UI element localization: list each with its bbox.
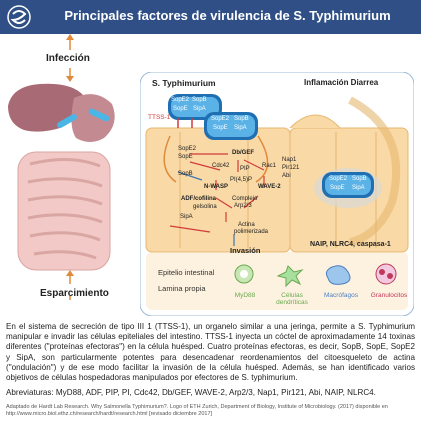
node-nap1: Nap1: [282, 157, 297, 163]
infection-label: Infección: [46, 53, 90, 64]
ttss-label: TTSS-1: [148, 114, 171, 121]
infection-arrow-icon: [66, 34, 74, 82]
node-sipa: SipA: [180, 214, 193, 220]
bact-label-1: SopE2: [171, 97, 190, 103]
salmonella-title: S. Typhimurium: [152, 78, 216, 88]
legend-icons: [234, 263, 397, 288]
epithelium-label: Epitelio intestinal: [158, 268, 215, 277]
node-cdc42: Cdc42: [212, 163, 230, 169]
right-bact-label-2: SopB: [352, 176, 367, 182]
node-pip45: PI(4,5)P: [230, 177, 253, 183]
invading-label-2: SopB: [234, 116, 249, 122]
spread-label: Esparcimiento: [40, 288, 109, 299]
source-note: Adaptado de Hardt Lab Research. Why Salm…: [6, 404, 388, 417]
invading-label-1: SopE2: [211, 116, 230, 122]
node-arp: Arp2/3: [234, 203, 252, 209]
macrophage-icon: [325, 265, 351, 285]
invading-bacterium-icon: [204, 112, 258, 140]
lamina-label: Lamina propia: [158, 284, 206, 293]
right-bact-label-1: SopE2: [329, 176, 348, 182]
bact-label-4: SipA: [193, 106, 206, 112]
node-nwasp: N-WASP: [204, 184, 228, 190]
node-complejo: Complejo: [232, 196, 258, 202]
granulocyte-icon: [375, 263, 397, 285]
invading-label-3: SopE: [213, 125, 228, 131]
node-sope: SopE: [178, 154, 193, 160]
node-abi: Abi: [282, 173, 291, 179]
ruffle-shape: [163, 135, 269, 183]
node-wave2: WAVE-2: [258, 184, 281, 190]
digestive-anatomy: [8, 34, 115, 300]
node-pip: PIP: [240, 166, 250, 172]
dendritic-cell-icon: [276, 265, 304, 288]
blue-arrows: [177, 171, 235, 246]
pathway-panel: [140, 72, 414, 316]
legend-macrophages: Macrófagos: [324, 292, 358, 299]
salmonella-bacterium-icon: [168, 94, 222, 120]
bact-label-2: SopB: [192, 97, 207, 103]
naip-label: NAIP, NLRC4, caspasa-1: [310, 241, 391, 248]
right-bact-label-4: SipA: [352, 185, 365, 191]
pathway-arrows: [169, 153, 265, 233]
header-bar: [0, 0, 421, 34]
inflammation-title: Inflamación Diarrea: [304, 78, 379, 87]
abbreviations: Abreviaturas: MyD88, ADF, PIP, PI, Cdc42…: [6, 388, 376, 397]
intestine-icon: [17, 151, 111, 271]
bacteria-icon: [57, 108, 110, 128]
myd88-icon: [234, 264, 254, 284]
node-rac1: Rac1: [262, 163, 277, 169]
legend-myd88: MyD88: [234, 292, 256, 299]
node-sopb: SopB: [178, 171, 193, 177]
legend-granulocytes: Granulocitos: [370, 292, 408, 299]
node-actina-1: Actina: [238, 222, 255, 228]
node-pir121: Pir121: [282, 165, 300, 171]
node-gelsolina: gelsolina: [193, 204, 217, 210]
inflammation-arc: [348, 96, 401, 246]
logo-icon: [7, 5, 31, 29]
node-adf: ADF/cofilina: [181, 196, 217, 202]
invading-label-4: SipA: [234, 125, 247, 131]
legend-dendritic: Células dendríticas: [276, 292, 308, 306]
node-sope2: SopE2: [178, 146, 197, 152]
node-dbgef: Db/GEF: [232, 150, 254, 156]
spread-arrow-icon: [66, 270, 74, 300]
bact-label-3: SopE: [173, 106, 188, 112]
right-bacterium-icon: [314, 168, 382, 208]
page-title: Principales factores de virulencia de S.…: [64, 8, 391, 23]
node-actina-2: polimerizada: [234, 229, 269, 235]
node-invasion: Invasión: [230, 246, 261, 255]
figure-caption: En el sistema de secreción de tipo III 1…: [6, 322, 415, 383]
stomach-icon: [71, 94, 115, 142]
right-bact-label-3: SopE: [330, 185, 345, 191]
